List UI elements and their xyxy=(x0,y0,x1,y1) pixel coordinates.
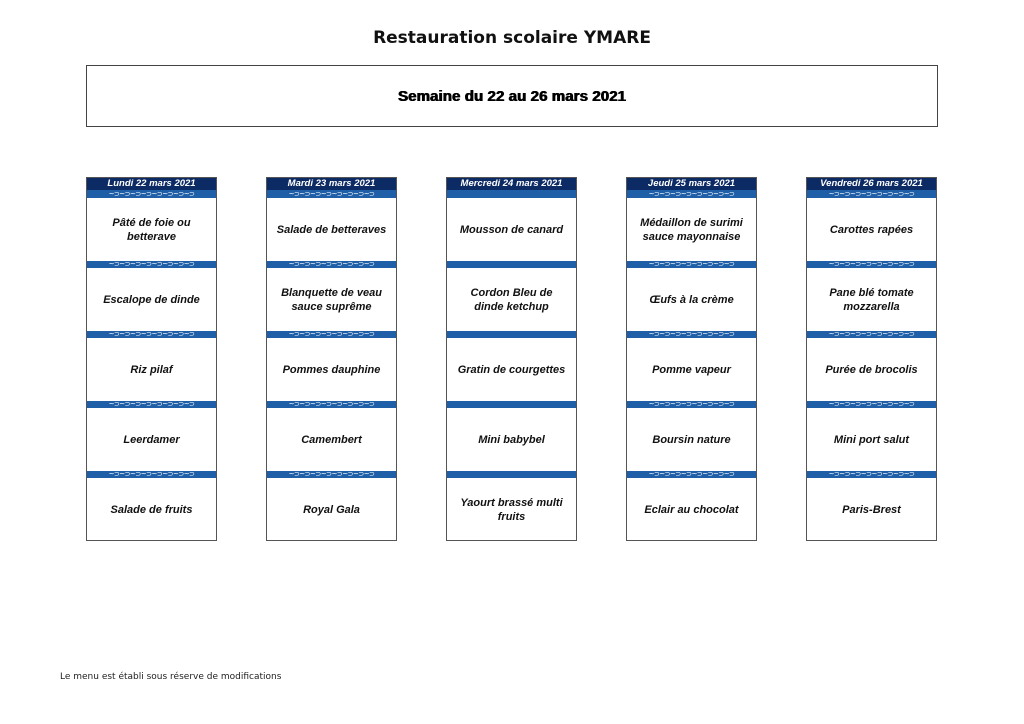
dish-side: Pomme vapeur xyxy=(652,363,731,376)
separator-pattern: ~⊃~⊃~⊃~⊃~⊃~⊃~⊃~⊃ xyxy=(108,471,195,478)
separator xyxy=(447,190,576,198)
separator-pattern: ~⊃~⊃~⊃~⊃~⊃~⊃~⊃~⊃ xyxy=(288,190,375,198)
dish-dairy: Mini port salut xyxy=(833,433,910,446)
separator xyxy=(447,261,576,268)
dish-main: Escalope de dinde xyxy=(103,293,200,306)
dish-dairy: Mini babybel xyxy=(478,433,545,446)
separator-pattern: ~⊃~⊃~⊃~⊃~⊃~⊃~⊃~⊃ xyxy=(828,190,915,198)
separator-pattern: ~⊃~⊃~⊃~⊃~⊃~⊃~⊃~⊃ xyxy=(108,401,195,408)
separator: ~⊃~⊃~⊃~⊃~⊃~⊃~⊃~⊃ xyxy=(807,331,936,338)
separator: ~⊃~⊃~⊃~⊃~⊃~⊃~⊃~⊃ xyxy=(807,401,936,408)
separator: ~⊃~⊃~⊃~⊃~⊃~⊃~⊃~⊃ xyxy=(627,401,756,408)
dish-main: Blanquette de veau sauce suprême xyxy=(281,286,382,313)
separator-pattern: ~⊃~⊃~⊃~⊃~⊃~⊃~⊃~⊃ xyxy=(648,190,735,198)
dish-dairy: Boursin nature xyxy=(652,433,731,446)
day-column-tuesday: Mardi 23 mars 2021 ~⊃~⊃~⊃~⊃~⊃~⊃~⊃~⊃ Sala… xyxy=(266,177,397,541)
day-column-thursday: Jeudi 25 mars 2021 ~⊃~⊃~⊃~⊃~⊃~⊃~⊃~⊃ Méda… xyxy=(626,177,757,541)
dish-dairy: Leerdamer xyxy=(123,433,180,446)
separator xyxy=(447,331,576,338)
separator-pattern: ~⊃~⊃~⊃~⊃~⊃~⊃~⊃~⊃ xyxy=(828,401,915,408)
dish-main: Œufs à la crème xyxy=(649,293,734,306)
dish-starter: Salade de betteraves xyxy=(276,223,387,236)
separator: ~⊃~⊃~⊃~⊃~⊃~⊃~⊃~⊃ xyxy=(807,261,936,268)
separator: ~⊃~⊃~⊃~⊃~⊃~⊃~⊃~⊃ xyxy=(627,331,756,338)
separator-pattern: ~⊃~⊃~⊃~⊃~⊃~⊃~⊃~⊃ xyxy=(828,471,915,478)
separator: ~⊃~⊃~⊃~⊃~⊃~⊃~⊃~⊃ xyxy=(267,331,396,338)
day-header: Vendredi 26 mars 2021 xyxy=(807,178,936,190)
separator: ~⊃~⊃~⊃~⊃~⊃~⊃~⊃~⊃ xyxy=(267,401,396,408)
separator: ~⊃~⊃~⊃~⊃~⊃~⊃~⊃~⊃ xyxy=(87,190,216,198)
dish-dairy: Camembert xyxy=(301,433,362,446)
day-header: Lundi 22 mars 2021 xyxy=(87,178,216,190)
separator: ~⊃~⊃~⊃~⊃~⊃~⊃~⊃~⊃ xyxy=(87,401,216,408)
separator: ~⊃~⊃~⊃~⊃~⊃~⊃~⊃~⊃ xyxy=(87,471,216,478)
separator: ~⊃~⊃~⊃~⊃~⊃~⊃~⊃~⊃ xyxy=(627,471,756,478)
separator: ~⊃~⊃~⊃~⊃~⊃~⊃~⊃~⊃ xyxy=(267,471,396,478)
separator: ~⊃~⊃~⊃~⊃~⊃~⊃~⊃~⊃ xyxy=(627,190,756,198)
separator-pattern: ~⊃~⊃~⊃~⊃~⊃~⊃~⊃~⊃ xyxy=(288,401,375,408)
day-header: Mardi 23 mars 2021 xyxy=(267,178,396,190)
footer-note: Le menu est établi sous réserve de modif… xyxy=(60,672,282,682)
separator-pattern: ~⊃~⊃~⊃~⊃~⊃~⊃~⊃~⊃ xyxy=(108,331,195,338)
separator-pattern: ~⊃~⊃~⊃~⊃~⊃~⊃~⊃~⊃ xyxy=(648,261,735,268)
separator-pattern: ~⊃~⊃~⊃~⊃~⊃~⊃~⊃~⊃ xyxy=(648,331,735,338)
separator-pattern: ~⊃~⊃~⊃~⊃~⊃~⊃~⊃~⊃ xyxy=(828,261,915,268)
separator-pattern: ~⊃~⊃~⊃~⊃~⊃~⊃~⊃~⊃ xyxy=(648,471,735,478)
separator: ~⊃~⊃~⊃~⊃~⊃~⊃~⊃~⊃ xyxy=(807,190,936,198)
dish-dessert: Royal Gala xyxy=(303,503,360,516)
separator xyxy=(447,401,576,408)
dish-main: Pane blé tomate mozzarella xyxy=(829,286,914,313)
separator: ~⊃~⊃~⊃~⊃~⊃~⊃~⊃~⊃ xyxy=(807,471,936,478)
day-header: Mercredi 24 mars 2021 xyxy=(447,178,576,190)
week-title: Semaine du 22 au 26 mars 2021 xyxy=(397,87,627,105)
separator-pattern: ~⊃~⊃~⊃~⊃~⊃~⊃~⊃~⊃ xyxy=(648,401,735,408)
day-column-monday: Lundi 22 mars 2021 ~⊃~⊃~⊃~⊃~⊃~⊃~⊃~⊃ Pâté… xyxy=(86,177,217,541)
day-column-wednesday: Mercredi 24 mars 2021 Mousson de canard … xyxy=(446,177,577,541)
page-title: Restauration scolaire YMARE xyxy=(373,28,651,48)
week-box: Semaine du 22 au 26 mars 2021 xyxy=(86,65,938,127)
dish-starter: Médaillon de surimi sauce mayonnaise xyxy=(640,216,743,243)
separator-pattern: ~⊃~⊃~⊃~⊃~⊃~⊃~⊃~⊃ xyxy=(828,331,915,338)
separator-pattern: ~⊃~⊃~⊃~⊃~⊃~⊃~⊃~⊃ xyxy=(288,471,375,478)
menu-days: Lundi 22 mars 2021 ~⊃~⊃~⊃~⊃~⊃~⊃~⊃~⊃ Pâté… xyxy=(86,177,938,541)
dish-side: Gratin de courgettes xyxy=(457,363,566,376)
separator xyxy=(447,471,576,478)
separator-pattern: ~⊃~⊃~⊃~⊃~⊃~⊃~⊃~⊃ xyxy=(108,190,195,198)
separator-pattern: ~⊃~⊃~⊃~⊃~⊃~⊃~⊃~⊃ xyxy=(108,261,195,268)
dish-side: Purée de brocolis xyxy=(825,363,918,376)
separator: ~⊃~⊃~⊃~⊃~⊃~⊃~⊃~⊃ xyxy=(267,261,396,268)
day-header: Jeudi 25 mars 2021 xyxy=(627,178,756,190)
dish-side: Riz pilaf xyxy=(130,363,173,376)
dish-dessert: Salade de fruits xyxy=(110,503,193,516)
separator: ~⊃~⊃~⊃~⊃~⊃~⊃~⊃~⊃ xyxy=(627,261,756,268)
dish-side: Pommes dauphine xyxy=(282,363,381,376)
separator: ~⊃~⊃~⊃~⊃~⊃~⊃~⊃~⊃ xyxy=(87,261,216,268)
dish-dessert: Paris-Brest xyxy=(842,503,901,516)
dish-starter: Carottes rapées xyxy=(829,223,914,236)
separator-pattern: ~⊃~⊃~⊃~⊃~⊃~⊃~⊃~⊃ xyxy=(288,261,375,268)
separator-pattern: ~⊃~⊃~⊃~⊃~⊃~⊃~⊃~⊃ xyxy=(288,331,375,338)
separator: ~⊃~⊃~⊃~⊃~⊃~⊃~⊃~⊃ xyxy=(267,190,396,198)
dish-starter: Pâté de foie ou betterave xyxy=(112,216,191,243)
dish-dessert: Eclair au chocolat xyxy=(644,503,739,516)
dish-main: Cordon Bleu de dinde ketchup xyxy=(470,286,553,313)
day-column-friday: Vendredi 26 mars 2021 ~⊃~⊃~⊃~⊃~⊃~⊃~⊃~⊃ C… xyxy=(806,177,937,541)
dish-dessert: Yaourt brassé multi fruits xyxy=(460,496,563,523)
separator: ~⊃~⊃~⊃~⊃~⊃~⊃~⊃~⊃ xyxy=(87,331,216,338)
dish-starter: Mousson de canard xyxy=(459,223,564,236)
